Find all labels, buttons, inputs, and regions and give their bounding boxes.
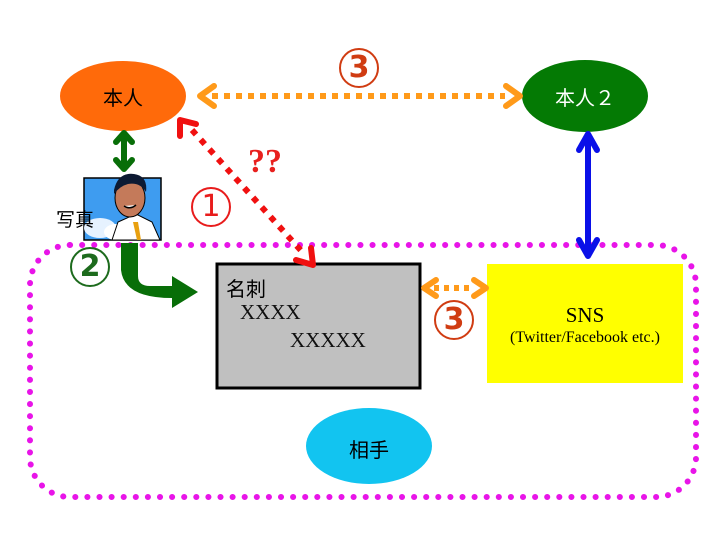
arrow-self2-sns [576,131,600,259]
arrow-self-self2 [197,83,523,109]
business-card-title: 名刺 [226,277,266,301]
self2-node-label: 本人２ [555,86,615,110]
self2-node[interactable] [522,60,648,132]
business-card-line2: XXXXX [290,328,366,352]
arrow-card-sns [421,277,489,299]
partner-node[interactable] [306,408,432,484]
person-portrait-icon [83,173,162,241]
arrow-photo-card [121,243,198,308]
step-3-badge-top: 3 [339,48,379,88]
business-card-box[interactable] [215,262,422,390]
question-marks: ?? [248,143,282,180]
photo-label: 写真 [56,209,95,231]
arrow-self-card [177,117,316,268]
step-1-badge: 1 [191,187,231,227]
arrow-self-photo [113,130,135,172]
sns-box[interactable] [487,264,683,383]
business-card-line1: XXXX [240,300,301,324]
partner-boundary [27,242,699,500]
step-3-badge-middle: 3 [434,300,474,340]
sns-subtitle: (Twitter/Facebook etc.) [510,329,660,346]
self-node-label: 本人 [103,86,143,110]
partner-node-label: 相手 [349,438,389,462]
self-node[interactable] [60,61,186,131]
sns-title: SNS [565,303,605,327]
step-2-badge: 2 [70,247,110,287]
